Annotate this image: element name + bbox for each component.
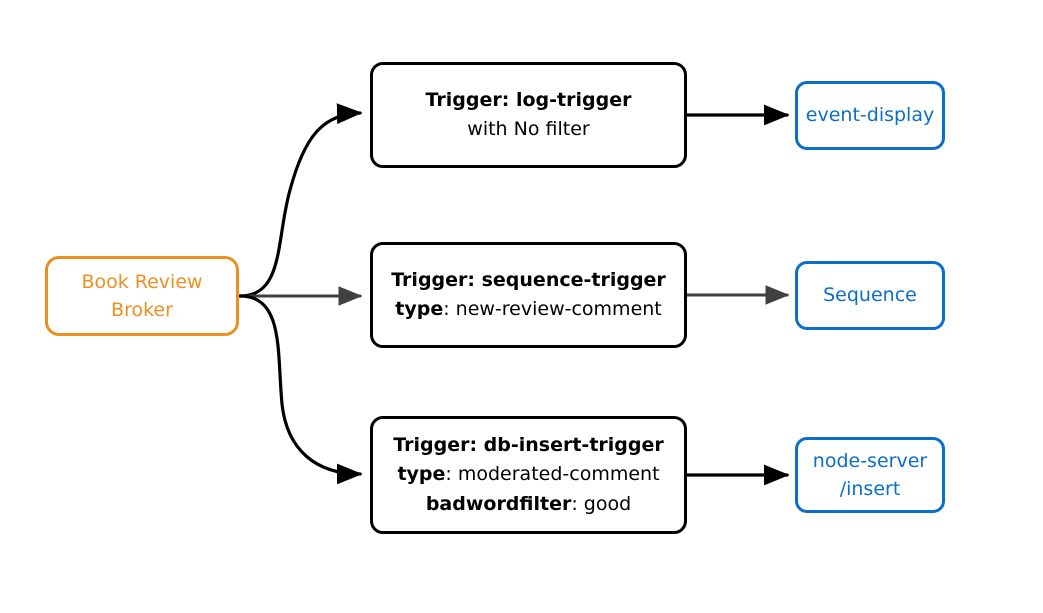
trigger-dbinsert-filter-value: : good [571,492,632,515]
service-event-display-label: event-display [805,104,935,127]
broker-label-line-2: Broker [111,299,173,321]
trigger-sequence-detail-value: : new-review-comment [443,298,662,320]
service-node-server-label-line-2: /insert [839,478,901,500]
trigger-log-detail-value: with No filter [467,118,590,140]
node-service-sequence[interactable]: Sequence [795,261,945,330]
trigger-dbinsert-title: Trigger: db-insert-trigger [393,433,664,456]
trigger-dbinsert-detail-type: type: moderated-comment [397,460,659,489]
node-trigger-log-trigger[interactable]: Trigger: log-trigger with No filter [370,62,687,168]
trigger-log-title: Trigger: log-trigger [425,88,632,111]
trigger-dbinsert-detail-filter: badwordfilter: good [426,490,631,519]
trigger-sequence-detail: type: new-review-comment [395,295,662,324]
edge-broker-to-db-insert-trigger [238,294,363,485]
trigger-dbinsert-type-value: : moderated-comment [445,463,660,486]
trigger-log-detail: with No filter [467,115,589,144]
service-sequence-label: Sequence [823,284,917,307]
node-trigger-sequence-trigger[interactable]: Trigger: sequence-trigger type: new-revi… [370,242,687,348]
node-service-node-server-insert[interactable]: node-server /insert [795,437,945,513]
trigger-dbinsert-type-key: type [397,463,446,486]
node-service-event-display[interactable]: event-display [795,81,945,150]
trigger-dbinsert-filter-key: badwordfilter [425,492,572,515]
trigger-sequence-detail-key: type [395,298,444,320]
node-trigger-db-insert-trigger[interactable]: Trigger: db-insert-trigger type: moderat… [370,416,687,534]
edge-broker-to-log-trigger [238,103,363,298]
broker-label-line-1: Book Review [81,270,203,293]
node-book-review-broker[interactable]: Book Review Broker [45,256,239,336]
trigger-sequence-title: Trigger: sequence-trigger [391,268,666,291]
service-node-server-label-line-1: node-server [812,449,928,472]
